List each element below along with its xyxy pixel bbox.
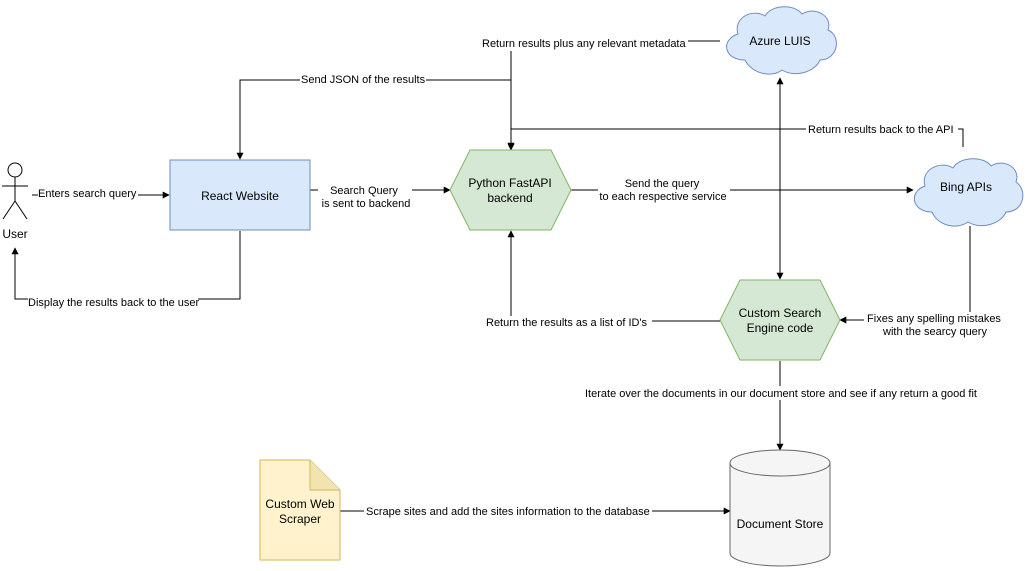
fastapi-label-1: Python FastAPI (468, 176, 551, 190)
user-label: User (2, 227, 27, 241)
edge-label-send-query-2: to each respective service (599, 191, 726, 203)
edge-label-fixes-2: with the searcy query (882, 326, 987, 338)
stick-figure-icon (2, 162, 28, 220)
cloud-icon (726, 6, 837, 75)
edge-display-results (11, 231, 241, 300)
fastapi-label-2: backend (487, 191, 532, 205)
react-website-label: React Website (201, 189, 279, 203)
edge-fix-spelling (839, 226, 971, 324)
cloud-icon (913, 158, 1024, 227)
search-engine-label-1: Custom Search (739, 306, 822, 320)
edge-label-enters-query: Enters search query (38, 188, 137, 200)
azure-luis-node: Azure LUIS (726, 6, 837, 75)
edge-label-search-query-1: Search Query (330, 185, 398, 197)
edge-label-search-query-2: is sent to backend (322, 198, 411, 210)
fastapi-backend-node: Python FastAPI backend (449, 149, 572, 231)
edge-label-return-to-api: Return results back to the API (808, 124, 954, 136)
edge-label-iterate: Iterate over the documents in our docume… (585, 388, 977, 400)
document-store-label: Document Store (737, 517, 824, 531)
search-engine-label-2: Engine code (747, 321, 814, 335)
user-actor: User (2, 162, 28, 241)
react-website-node: React Website (169, 159, 311, 231)
edge-label-scrape: Scrape sites and add the sites informati… (366, 506, 650, 518)
edge-return-metadata (507, 40, 720, 150)
edge-label-return-metadata: Return results plus any relevant metadat… (482, 38, 686, 50)
edge-return-ids (507, 230, 720, 322)
scraper-label-1: Custom Web (265, 497, 334, 511)
scraper-label-2: Scraper (279, 512, 321, 526)
edge-send-json (236, 79, 511, 160)
web-scraper-node: Custom Web Scraper (259, 459, 341, 561)
document-store-node: Document Store (729, 449, 831, 567)
edge-return-to-api (507, 128, 964, 151)
bing-apis-label: Bing APIs (940, 180, 992, 194)
edge-label-return-ids: Return the results as a list of ID's (486, 317, 648, 329)
custom-search-engine-node: Custom Search Engine code (719, 279, 841, 361)
edge-label-send-query-1: Send the query (625, 178, 700, 190)
azure-luis-label: Azure LUIS (749, 34, 810, 48)
database-icon (729, 463, 831, 567)
edge-label-send-json: Send JSON of the results (301, 74, 426, 86)
edge-label-display-results: Display the results back to the user (28, 297, 200, 309)
edge-label-fixes-1: Fixes any spelling mistakes (867, 313, 1001, 325)
bing-apis-node: Bing APIs (913, 158, 1024, 227)
